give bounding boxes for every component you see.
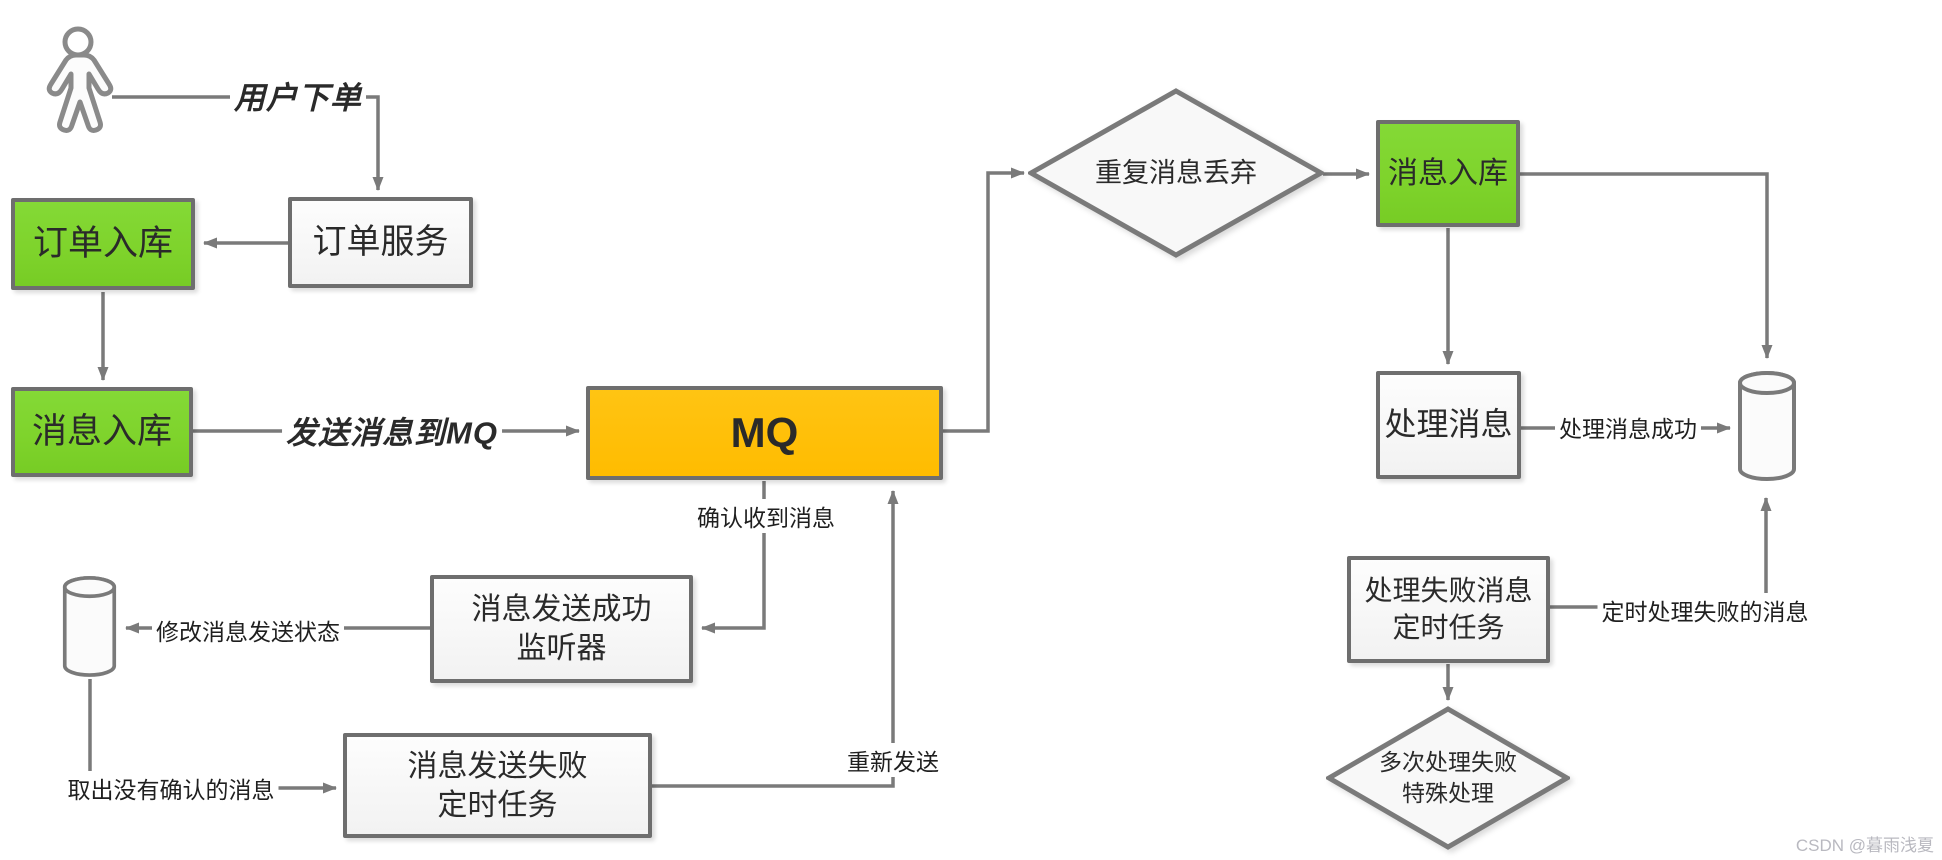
node-msg-db-right-label: 消息入库 (1388, 157, 1508, 190)
node-mq: MQ (586, 386, 943, 480)
node-multi-fail-line1: 多次处理失败 (1379, 748, 1517, 775)
edge-label-resend: 重新发送 (843, 743, 943, 777)
node-dup-discard-label: 重复消息丢弃 (1095, 157, 1257, 188)
node-order-db-label: 订单入库 (32, 224, 173, 264)
node-send-fail-task: 消息发送失败 定时任务 (343, 733, 652, 838)
edge-label-modify-status: 修改消息发送状态 (152, 613, 344, 647)
edge-fail-task-to-mq (652, 490, 899, 788)
csdn-watermark: CSDN @暮雨浅夏 (1795, 836, 1934, 855)
user-actor-icon (46, 26, 114, 133)
node-process-fail-task-line2: 定时任务 (1392, 611, 1505, 643)
edge-label-user-order: 用户下单 (230, 72, 366, 118)
node-msg-db-left-label: 消息入库 (31, 412, 172, 452)
node-process-msg: 处理消息 (1376, 371, 1521, 479)
node-dup-discard-diamond: 重复消息丢弃 (1028, 88, 1324, 258)
edge-fail-process-task-to-db-right (1550, 497, 1772, 609)
dup-discard-diamond-shape (1028, 88, 1324, 258)
node-msg-db-right: 消息入库 (1376, 120, 1520, 227)
edge-label-send-to-mq: 发送消息到MQ (282, 407, 502, 453)
node-process-fail-task: 处理失败消息 定时任务 (1347, 556, 1550, 663)
node-order-service: 订单服务 (288, 197, 473, 288)
edge-msg-db-right-to-db-right (1520, 172, 1773, 359)
node-order-db: 订单入库 (11, 198, 195, 290)
node-send-success-listener-line2: 监听器 (516, 632, 607, 665)
edge-label-process-success: 处理消息成功 (1555, 410, 1701, 444)
node-multi-fail-line2: 特殊处理 (1402, 780, 1494, 806)
node-send-fail-task-line1: 消息发送失败 (407, 749, 588, 783)
node-send-success-listener-line1: 消息发送成功 (471, 593, 652, 626)
node-msg-db-left: 消息入库 (11, 387, 193, 477)
edge-mq-to-dup-diamond (943, 167, 1025, 433)
node-process-fail-task-line1: 处理失败消息 (1364, 575, 1533, 607)
multi-fail-diamond-shape (1326, 706, 1570, 850)
node-order-service-label: 订单服务 (312, 223, 449, 262)
node-process-msg-label: 处理消息 (1384, 406, 1513, 443)
edge-label-timed-process-failed: 定时处理失败的消息 (1597, 593, 1813, 627)
edge-user-to-order-service (112, 95, 384, 191)
database-cylinder-right (1738, 371, 1796, 481)
edge-label-fetch-unconfirmed: 取出没有确认的消息 (63, 771, 279, 805)
node-send-success-listener: 消息发送成功 监听器 (430, 575, 693, 683)
node-send-fail-task-line2: 定时任务 (437, 788, 558, 822)
edge-label-confirm-received: 确认收到消息 (693, 499, 839, 533)
node-multi-fail-diamond: 多次处理失败 特殊处理 (1326, 706, 1570, 850)
database-cylinder-left (62, 576, 117, 677)
node-mq-label: MQ (730, 408, 799, 456)
